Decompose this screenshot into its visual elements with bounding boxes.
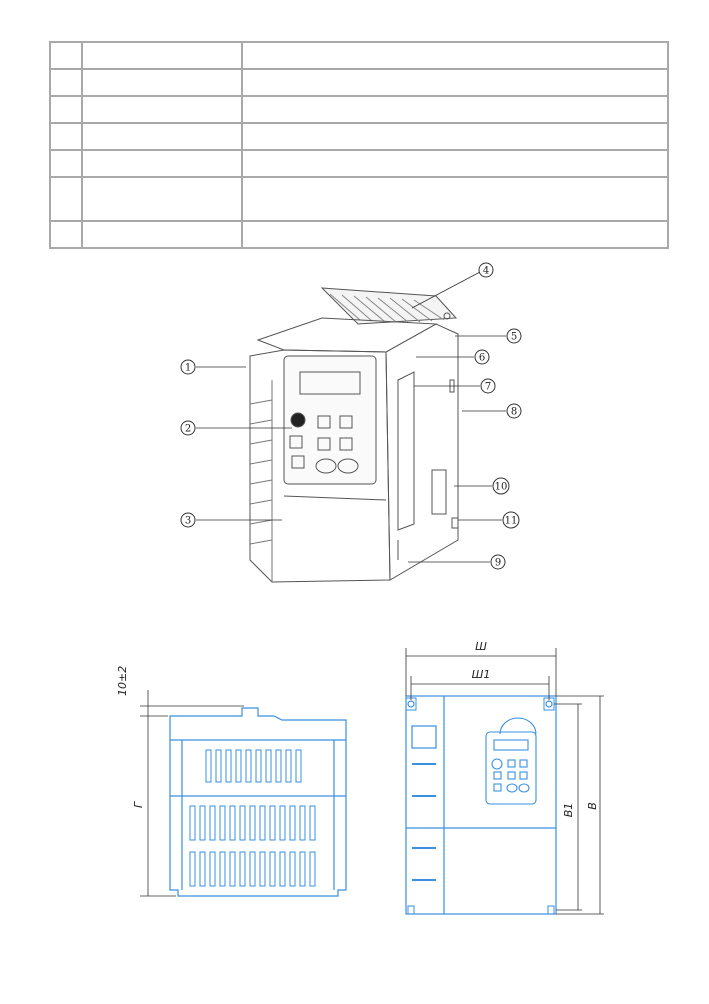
table-cell	[49, 220, 83, 249]
callout-leaders	[196, 271, 506, 563]
table-row	[49, 41, 669, 70]
callout-9: 9	[490, 554, 506, 570]
dim-inner-width-label: Ш1	[472, 668, 491, 681]
svg-text:9: 9	[495, 558, 501, 569]
table-cell	[81, 122, 243, 151]
callout-1: 1	[180, 359, 196, 375]
svg-text:4: 4	[483, 266, 489, 277]
table-row	[49, 220, 669, 249]
dim-width-label: Ш	[475, 640, 487, 653]
callout-8: 8	[506, 403, 522, 419]
callout-5: 5	[506, 328, 522, 344]
svg-text:6: 6	[479, 353, 485, 364]
table-cell	[241, 95, 669, 124]
callout-6: 6	[474, 349, 490, 365]
table-row	[49, 176, 669, 222]
table-row	[49, 95, 669, 124]
table-cell	[241, 41, 669, 70]
callout-2: 2	[180, 420, 196, 436]
svg-text:3: 3	[185, 516, 191, 527]
callout-11: 11	[502, 511, 520, 529]
table-cell	[81, 95, 243, 124]
table-cell	[49, 95, 83, 124]
table-cell	[81, 68, 243, 97]
svg-text:2: 2	[185, 424, 191, 435]
table-cell	[241, 122, 669, 151]
callout-3: 3	[180, 512, 196, 528]
svg-text:11: 11	[505, 516, 518, 527]
dim-height-label: В	[586, 802, 599, 810]
table-cell	[49, 122, 83, 151]
svg-text:8: 8	[511, 407, 517, 418]
table-cell	[49, 41, 83, 70]
table-cell	[241, 68, 669, 97]
dim-inner-height-label: В1	[562, 803, 575, 818]
spec-table	[49, 41, 669, 249]
table-cell	[81, 41, 243, 70]
table-cell	[81, 176, 243, 222]
side-view-dimensions	[140, 690, 244, 897]
dim-depth-label: Г	[132, 801, 145, 808]
front-view-drawing	[405, 695, 557, 915]
table-row	[49, 122, 669, 151]
device-illustration	[249, 287, 459, 583]
table-cell	[49, 68, 83, 97]
callout-7: 7	[480, 378, 496, 394]
table-cell	[241, 149, 669, 178]
table-row	[49, 68, 669, 97]
svg-text:7: 7	[485, 382, 491, 393]
side-vent-rows	[189, 749, 316, 887]
side-view-drawing	[169, 707, 347, 897]
svg-text:5: 5	[511, 332, 517, 343]
table-cell	[241, 176, 669, 222]
table-cell	[49, 176, 83, 222]
svg-text:10: 10	[495, 482, 508, 493]
callout-4: 4	[478, 262, 494, 278]
table-row	[49, 149, 669, 178]
table-cell	[81, 220, 243, 249]
svg-text:1: 1	[185, 363, 191, 374]
keypad-drawing	[485, 717, 537, 805]
table-cell	[241, 220, 669, 249]
table-cell	[81, 149, 243, 178]
dim-gap-label: 10±2	[116, 666, 129, 696]
callout-10: 10	[492, 477, 510, 495]
front-view-dimensions	[405, 648, 604, 915]
table-cell	[49, 149, 83, 178]
